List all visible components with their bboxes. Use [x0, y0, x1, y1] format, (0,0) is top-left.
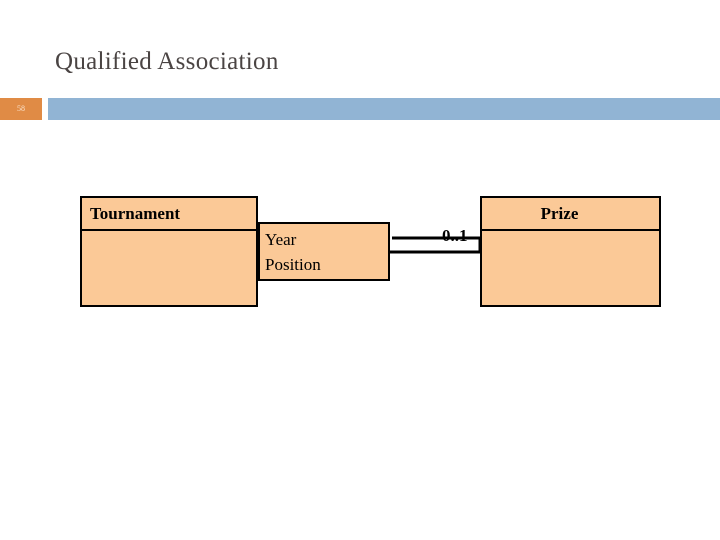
uml-class-body-tournament — [82, 231, 256, 305]
uml-class-name-prize: Prize — [482, 198, 659, 231]
uml-class-prize[interactable]: Prize — [480, 196, 661, 307]
slide-number-text: 58 — [17, 104, 25, 113]
header-rule: 58 — [0, 98, 720, 120]
uml-qualifier-box[interactable]: Year Position — [258, 222, 390, 281]
uml-class-name-tournament: Tournament — [82, 198, 256, 231]
qualifier-attribute-year: Year — [265, 230, 297, 249]
uml-class-body-prize — [482, 231, 659, 305]
qualifier-attribute-position: Position — [265, 255, 321, 274]
association-multiplicity-label: 0..1 — [442, 226, 468, 245]
header-accent-band — [48, 98, 720, 120]
slide-number-badge: 58 — [0, 98, 42, 120]
uml-class-tournament[interactable]: Tournament — [80, 196, 258, 307]
page-title: Qualified Association — [55, 48, 279, 75]
